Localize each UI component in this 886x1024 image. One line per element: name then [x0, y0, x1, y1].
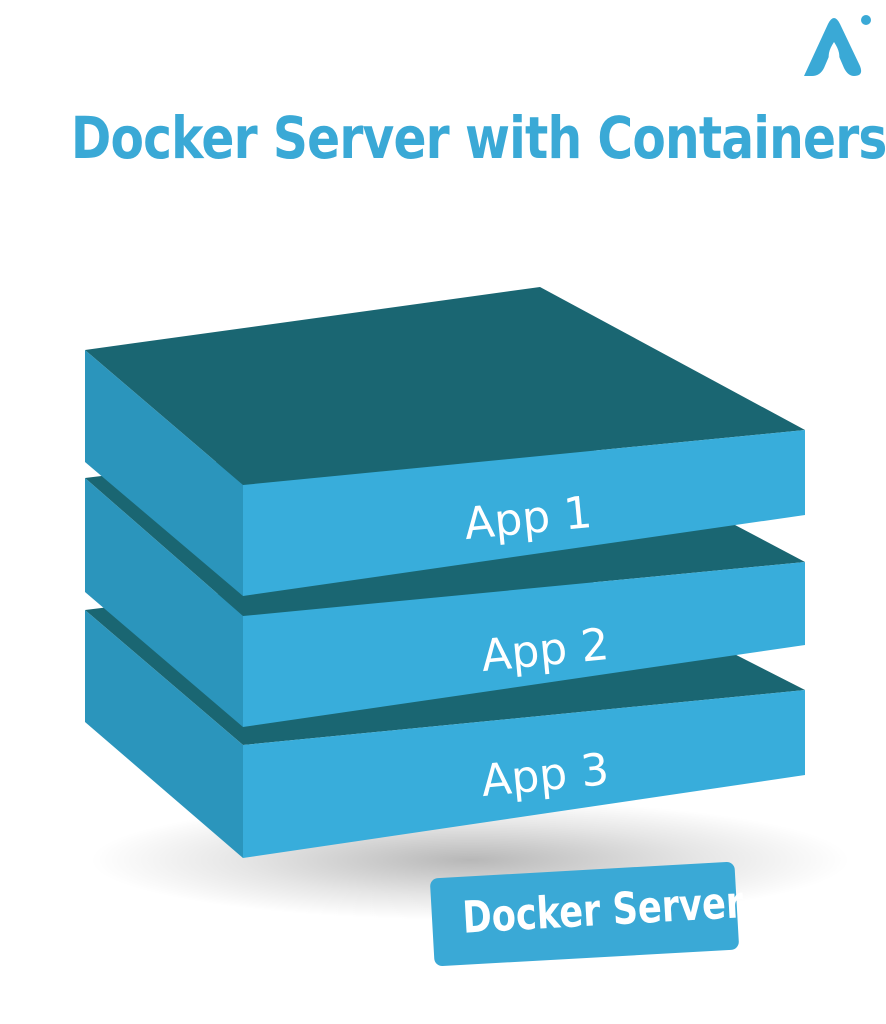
layer-app-1-top — [85, 287, 805, 485]
layer-app-1-front — [243, 430, 805, 596]
docker-server-badge: Docker Server — [429, 861, 745, 967]
layer-app-3-label: App 3 — [479, 744, 611, 807]
layer-app-3-side — [85, 610, 243, 858]
brand-logo-icon — [804, 15, 871, 76]
layer-app-1: App 1 — [85, 287, 805, 596]
layer-app-3-front — [243, 690, 805, 858]
layer-app-2-front — [243, 562, 805, 727]
diagram-title: Docker Server with Containers — [70, 104, 886, 172]
layer-app-1-side — [85, 350, 243, 596]
layer-app-2-label: App 2 — [479, 619, 611, 682]
layer-app-1-label: App 1 — [462, 487, 594, 550]
layer-app-2-side — [85, 478, 243, 727]
